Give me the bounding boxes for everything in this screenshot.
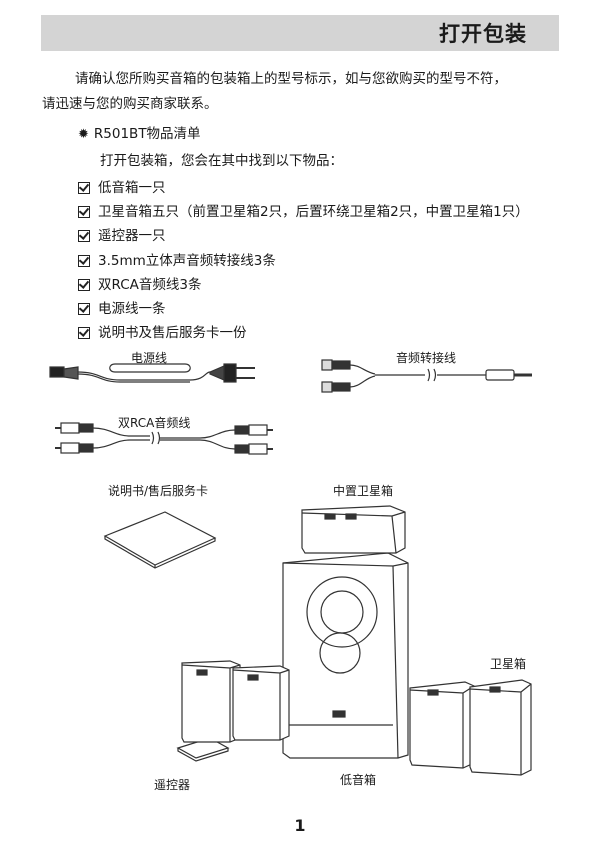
manual-card-caption: 说明书/售后服务卡 xyxy=(108,484,209,498)
intro-line-1: 请确认您所购买音箱的包装箱上的型号标示，如与您欲购买的型号不符， xyxy=(75,71,507,87)
packing-list: 低音箱一只 卫星音箱五只（前置卫星箱2只，后置环绕卫星箱2只，中置卫星箱1只） … xyxy=(78,176,529,345)
list-item: 遥控器一只 xyxy=(78,224,529,248)
checkbox-checked-icon xyxy=(78,182,90,194)
intro-line-2: 请迅速与您的购买商家联系。 xyxy=(42,96,218,112)
list-item: 3.5mm立体声音频转接线3条 xyxy=(78,249,529,273)
list-item-text: 3.5mm立体声音频转接线3条 xyxy=(98,252,276,269)
subwoofer-icon xyxy=(282,552,409,759)
section-title: 打开包装 xyxy=(439,22,527,46)
list-item: 双RCA音频线3条 xyxy=(78,273,529,297)
satellite-speaker-icon xyxy=(409,681,475,769)
checkbox-checked-icon xyxy=(78,230,90,243)
page-number: 1 xyxy=(294,816,306,835)
satellite-caption: 卫星箱 xyxy=(490,657,527,671)
checkbox-checked-icon xyxy=(78,278,90,291)
satellite-speaker-icon xyxy=(181,660,241,743)
list-item-text: 遥控器一只 xyxy=(98,228,166,245)
list-item-text: 双RCA音频线3条 xyxy=(98,276,202,293)
subwoofer-caption: 低音箱 xyxy=(340,773,377,787)
list-item: 卫星音箱五只（前置卫星箱2只，后置环绕卫星箱2只，中置卫星箱1只） xyxy=(78,200,529,224)
list-item-text: 电源线一条 xyxy=(98,300,166,317)
satellite-speaker-icon xyxy=(232,665,290,741)
section-header-bar: 打开包装 xyxy=(41,15,559,51)
checkbox-checked-icon xyxy=(78,206,90,219)
center-speaker-icon xyxy=(301,505,406,554)
star-bullet-icon: ✹ xyxy=(78,127,89,142)
list-item-text: 低音箱一只 xyxy=(98,180,166,196)
manual-card-icon xyxy=(103,511,217,569)
list-item-text: 卫星音箱五只（前置卫星箱2只，后置环绕卫星箱2只，中置卫星箱1只） xyxy=(98,204,529,221)
packing-list-subtitle: 打开包装箱，您会在其中找到以下物品： xyxy=(100,153,343,169)
center-speaker-caption: 中置卫星箱 xyxy=(333,484,394,498)
remote-caption: 遥控器 xyxy=(154,778,191,792)
power-cable-icon xyxy=(49,363,255,383)
list-item-text: 说明书及售后服务卡一份 xyxy=(98,325,247,342)
checkbox-checked-icon xyxy=(78,254,90,267)
audio-adapter-caption: 音频转接线 xyxy=(396,351,457,365)
checkbox-checked-icon xyxy=(78,302,90,315)
packing-list-title: ✹ R501BT物品清单 xyxy=(78,122,201,142)
list-item: 说明书及售后服务卡一份 xyxy=(78,321,529,345)
checkbox-checked-icon xyxy=(78,327,90,340)
packing-list-title-text: R501BT物品清单 xyxy=(93,126,201,142)
rca-cable-icon xyxy=(55,422,273,455)
list-item: 低音箱一只 xyxy=(78,176,529,200)
power-cable-caption: 电源线 xyxy=(131,351,168,365)
list-item: 电源线一条 xyxy=(78,297,529,321)
audio-adapter-cable-icon xyxy=(321,359,532,393)
satellite-speaker-icon xyxy=(469,679,532,776)
rca-cable-caption: 双RCA音频线 xyxy=(118,416,191,430)
intro-paragraph: 请确认您所购买音箱的包装箱上的型号标示，如与您欲购买的型号不符， 请迅速与您的购… xyxy=(42,67,572,117)
